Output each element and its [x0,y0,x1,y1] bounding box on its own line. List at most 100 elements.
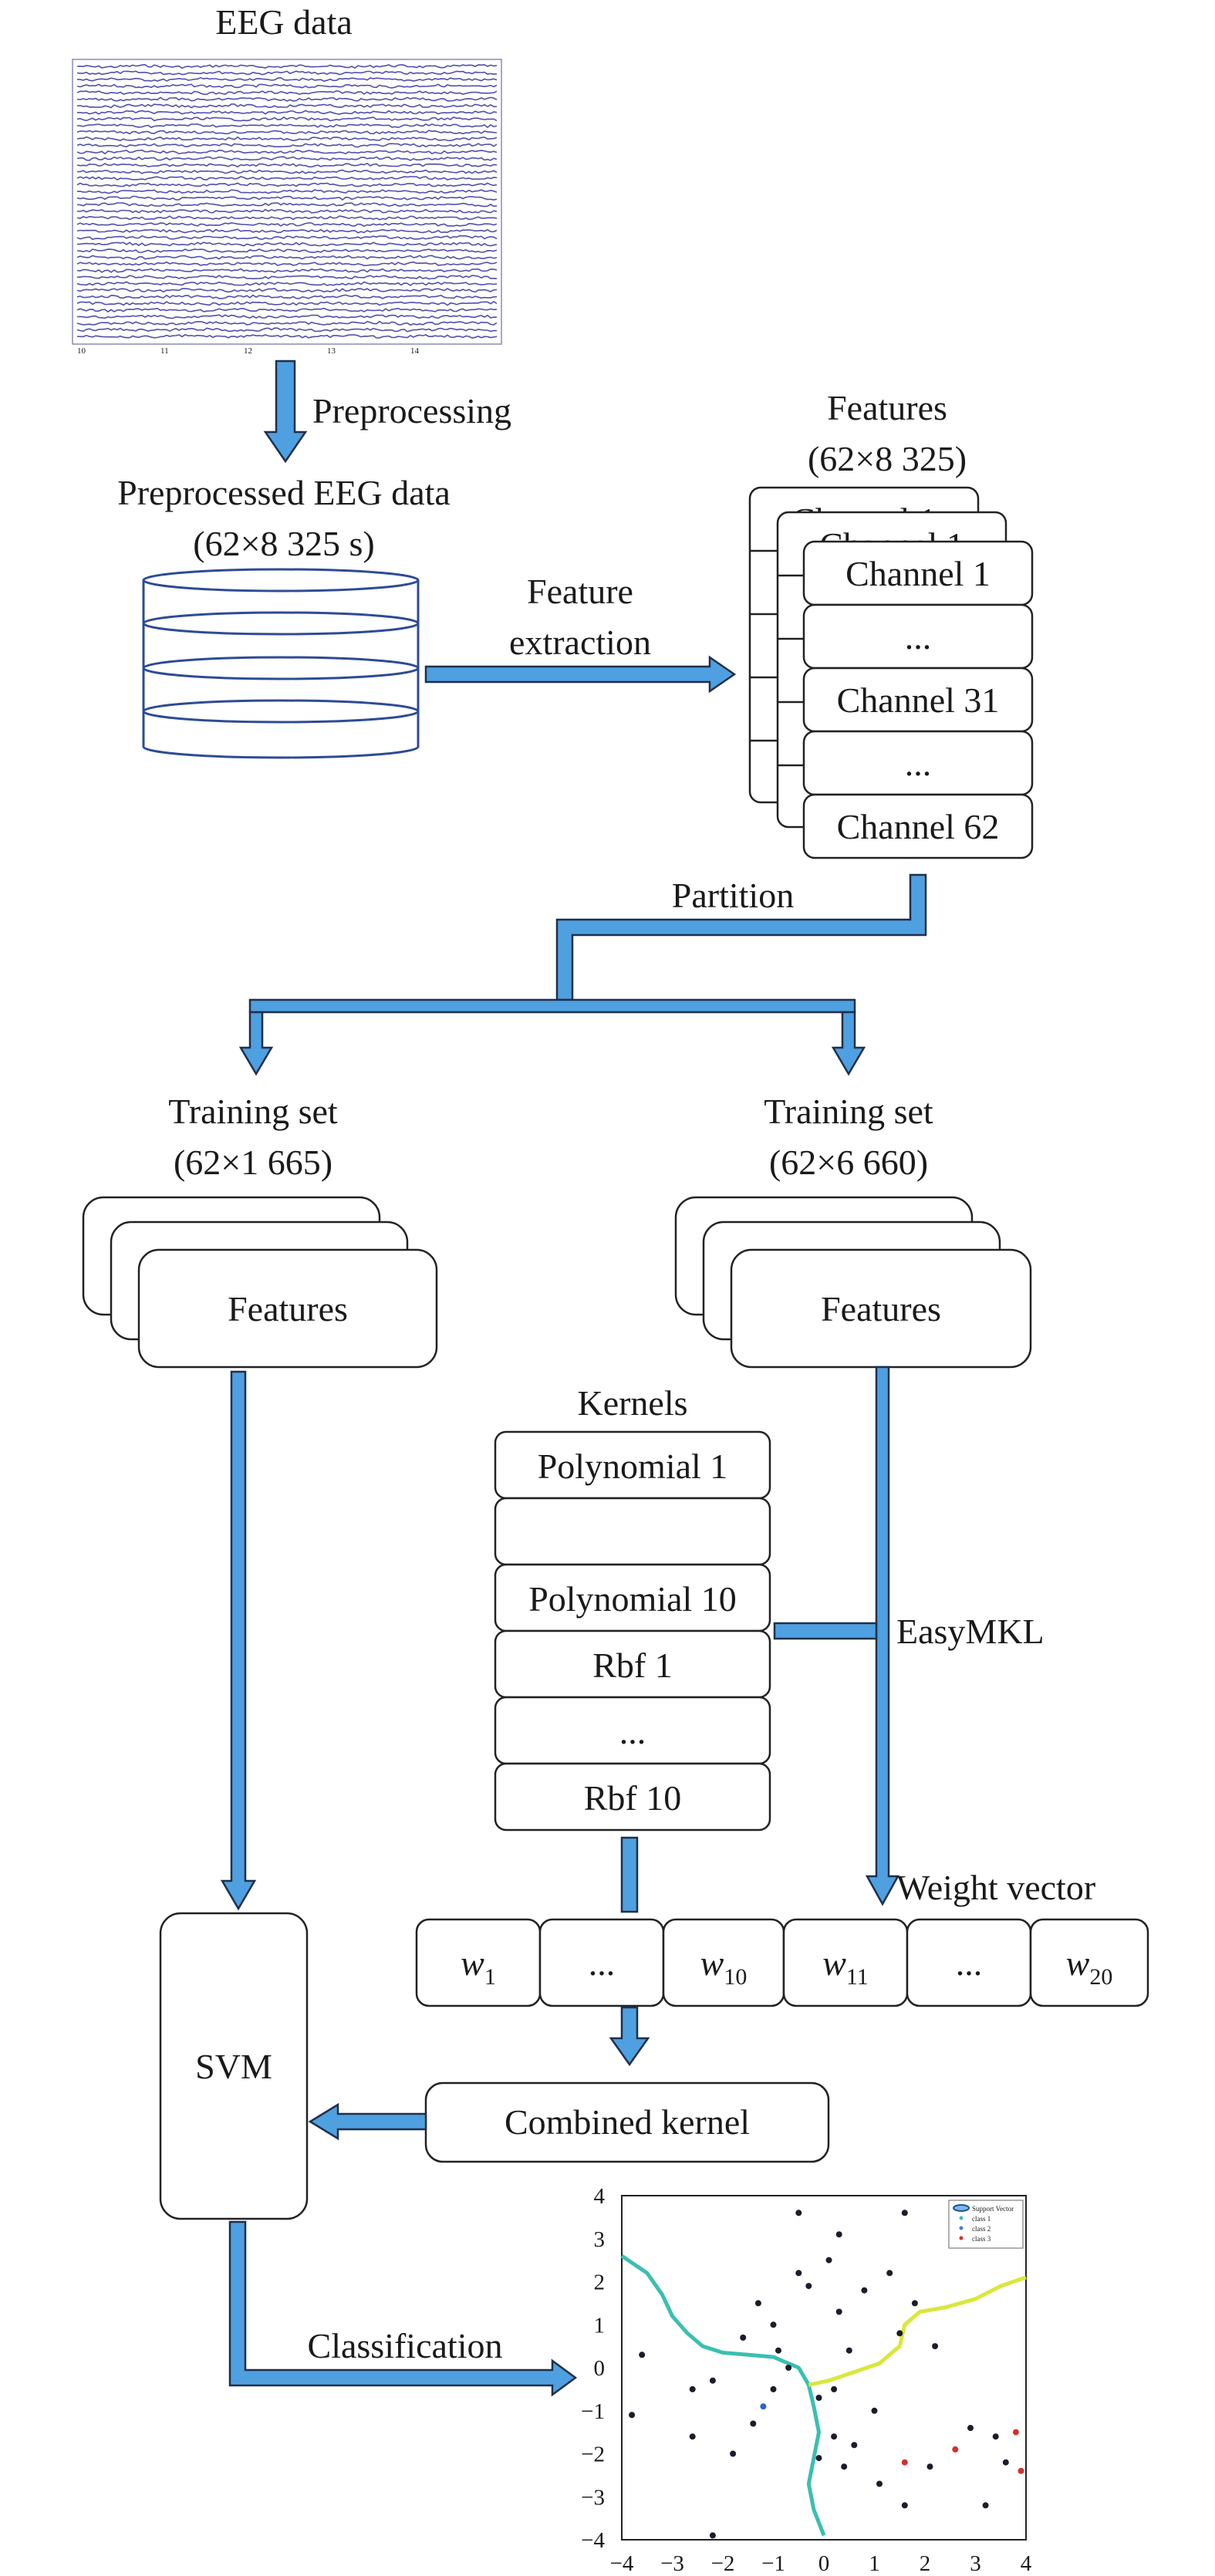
data-point [982,2502,989,2509]
eeg-trace [77,275,498,280]
eeg-trace [76,221,498,228]
data-point [795,2210,802,2216]
kernel-label: Polynomial 10 [528,1579,737,1619]
data-point [831,2385,838,2392]
eeg-trace [76,63,498,69]
x-tick-label: 3 [970,2551,981,2576]
data-point [709,2377,716,2384]
database-cylinder-icon [142,568,420,759]
eeg-trace [76,215,498,221]
eeg-trace [76,255,498,260]
kernel-label: Rbf 1 [592,1646,673,1685]
eeg-trace [76,228,498,234]
legend-entry: class 3 [972,2235,991,2243]
weight-label: w1 [461,1943,496,1990]
eeg-trace [76,189,498,194]
eeg-trace [76,162,498,168]
kernels-down-connector [620,1836,639,1913]
partition-label: Partition [672,876,794,915]
x-tick-label: 2 [920,2551,931,2576]
data-point-class3 [1012,2429,1019,2436]
combined-kernel-box: Combined kernel [424,2081,830,2163]
data-point [886,2270,893,2277]
legend-entry: class 2 [972,2225,991,2233]
channel-label: Channel 31 [837,680,1000,720]
y-tick-label: −4 [581,2528,605,2553]
right-features-cards: Features [674,1196,1032,1369]
data-point [639,2351,646,2358]
weight-vector: w1 ... w10 w11 ... w20 [415,1918,1149,2007]
plot-area [621,2195,1027,2541]
eeg-trace [76,307,498,313]
eeg-trace [76,268,498,273]
x-tick-label: −2 [711,2551,735,2576]
data-point [730,2450,737,2457]
partition-arrow-left [238,1011,274,1076]
data-point [740,2335,747,2341]
data-point [825,2257,832,2264]
kernels-title: Kernels [577,1383,687,1423]
data-point [815,2395,822,2401]
eeg-trace [76,333,498,339]
eeg-trace [76,70,498,76]
data-point [992,2433,999,2440]
data-point-class3 [1018,2467,1024,2474]
x-tick-label: 1 [869,2551,880,2576]
x-tick-label: 0 [818,2551,830,2576]
data-point [750,2420,757,2427]
weight-label: ... [589,1943,616,1983]
left-set-title: Training set [168,1092,338,1131]
legend: Support Vector class 1 class 2 class 3 [948,2200,1024,2249]
class1-legend-icon [959,2216,964,2220]
preprocessed-title: Preprocessed EEG data [117,473,451,512]
features-subtitle: (62×8 325) [808,439,967,478]
eeg-trace [76,103,498,109]
data-point [754,2300,761,2307]
data-point [689,2385,696,2392]
x-tick-label: −4 [610,2551,634,2576]
svm-label: SVM [195,2047,272,2086]
data-point-class3 [952,2446,959,2453]
right-set-subtitle: (62×6 660) [769,1143,928,1182]
decision-boundaries [620,2254,1027,2537]
eeg-trace [76,116,498,122]
data-point [876,2480,883,2487]
eeg-trace [77,241,498,247]
right-set-title: Training set [764,1092,933,1131]
data-point [861,2287,868,2294]
preprocessed-subtitle: (62×8 325 s) [193,524,374,563]
eeg-trace [76,235,498,241]
data-point [831,2433,838,2440]
data-point [815,2455,822,2462]
weight-label: w11 [822,1943,869,1990]
data-point [845,2347,852,2354]
eeg-trace [76,195,498,201]
eeg-trace [77,76,498,83]
svm-box: SVM [159,1912,309,2220]
eeg-tick: 14 [410,346,420,356]
eeg-trace [76,261,498,267]
eeg-trace [76,149,498,155]
eeg-plot: 10 11 12 13 14 [72,59,502,356]
eeg-trace [76,281,498,286]
eeg-trace [76,169,498,174]
eeg-traces [76,63,498,339]
feature-extraction-line1: Feature [527,572,633,611]
data-point [835,2231,842,2238]
data-point [805,2283,812,2290]
y-tick-label: 0 [594,2356,606,2381]
data-point [896,2330,903,2337]
kernel-row [494,1497,771,1566]
data-point [932,2343,939,2350]
feature-extraction-line2: extraction [509,623,651,662]
y-tick-label: 2 [594,2270,606,2295]
features-title: Features [827,388,947,427]
eeg-title: EEG data [215,2,353,42]
y-tick-label: 3 [594,2227,606,2252]
left-features-cards: Features [82,1196,438,1369]
channel-label: ... [905,744,932,783]
eeg-trace [77,314,498,319]
